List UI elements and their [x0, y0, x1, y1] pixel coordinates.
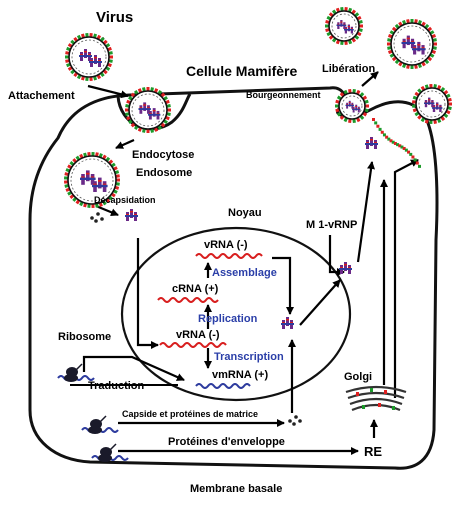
membrane-spike [411, 156, 414, 159]
vmrna-strand [196, 384, 250, 388]
label-vrna-mid: vRNA (-) [176, 329, 220, 341]
label-translation: Traduction [88, 380, 145, 392]
title-virus: Virus [96, 9, 133, 26]
label-ribosome: Ribosome [58, 331, 111, 343]
membrane-spike [416, 162, 419, 165]
vrna-top-strand [196, 254, 262, 258]
membrane-spike [414, 158, 417, 161]
virion-budding [335, 89, 369, 123]
label-transcription: Transcription [214, 351, 284, 363]
ribosome-2 [82, 416, 118, 434]
rnp-near-membrane [365, 137, 378, 149]
label-assembly: Assemblage [212, 267, 277, 279]
label-capsid-matrix: Capside et protéines de matrice [122, 409, 258, 419]
ribosome-3 [92, 444, 128, 462]
virion-released-small [412, 84, 452, 124]
virion-attaching [125, 87, 171, 133]
label-cell: Cellule Mamifère [186, 63, 297, 79]
membrane-spikes [372, 118, 421, 168]
label-endocytosis: Endocytose [132, 149, 194, 161]
label-golgi: Golgi [344, 371, 372, 383]
label-basal-membrane: Membrane basale [190, 483, 282, 495]
label-nucleus: Noyau [228, 207, 262, 219]
membrane-spike [372, 118, 375, 121]
membrane-spike [379, 128, 382, 131]
label-vrna-top: vRNA (-) [204, 239, 248, 251]
virion-budded-top [325, 7, 363, 45]
membrane-spike [376, 125, 379, 128]
membrane-spike [381, 131, 384, 134]
rnp-cytoplasm [125, 209, 138, 221]
label-release: Libération [322, 63, 375, 75]
label-budding: Bourgeonnement [246, 90, 321, 100]
label-crna: cRNA (+) [172, 283, 219, 295]
rnp-m1 [339, 262, 352, 274]
label-attachment: Attachement [8, 90, 75, 102]
label-replication: Replication [198, 313, 258, 325]
virion-incoming [65, 33, 113, 81]
membrane-spike [374, 121, 377, 124]
label-uncoating: Décapsidation [94, 195, 156, 205]
virions [64, 7, 452, 208]
ribosomes [58, 364, 128, 462]
rnp-nuclear-export [281, 317, 294, 329]
membrane-spike [418, 165, 421, 168]
crna-strand [158, 298, 218, 302]
membrane-spike [409, 153, 412, 156]
label-er: RE [364, 444, 382, 459]
label-vmrna: vmRNA (+) [212, 369, 268, 381]
virion-released [387, 19, 437, 69]
label-endosome: Endosome [136, 167, 192, 179]
vrna-mid-strand [160, 343, 226, 347]
label-envelope: Protéines d'enveloppe [168, 436, 285, 448]
label-m1-vrnp: M 1-vRNP [306, 219, 357, 231]
golgi-stack [346, 387, 406, 410]
